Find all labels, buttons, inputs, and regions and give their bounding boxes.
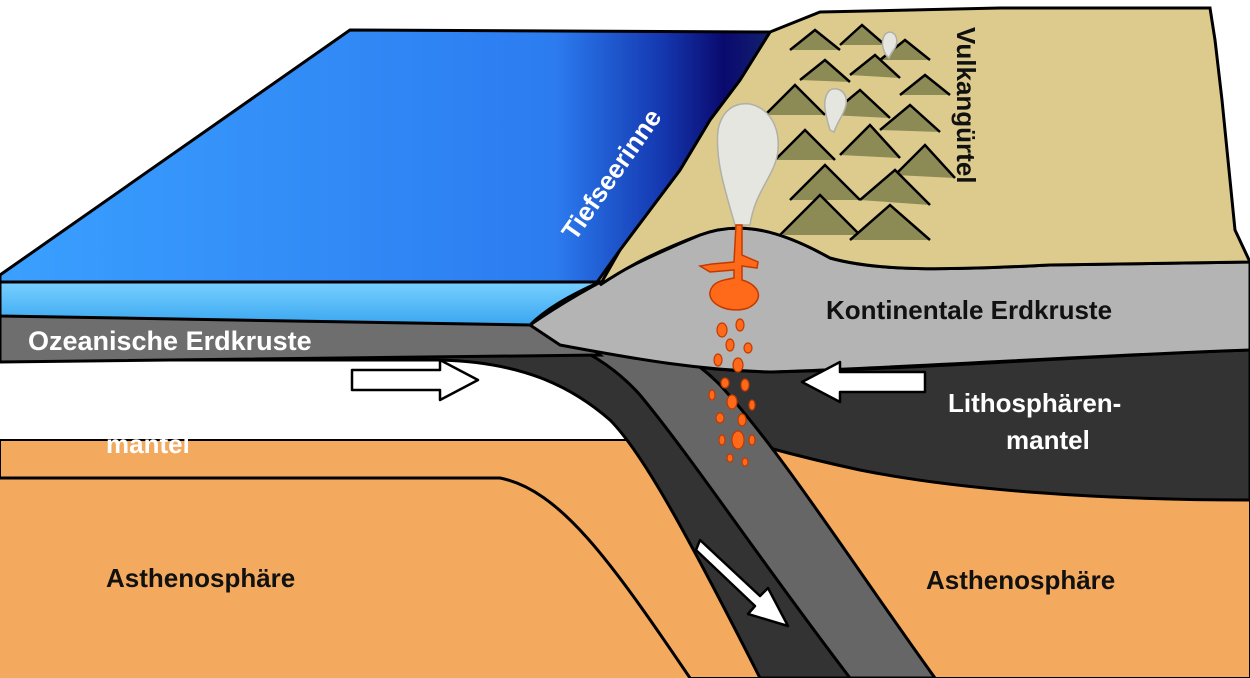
magma-conduit bbox=[697, 224, 760, 311]
arrow-left-right-plate bbox=[800, 360, 927, 404]
label-litho-left-line2: mantel bbox=[106, 429, 190, 459]
label-litho-right-line2: mantel bbox=[1006, 425, 1090, 455]
slab-underside-line bbox=[0, 476, 692, 678]
magma bbox=[697, 224, 760, 311]
label-litho-left-line1: Lithosphären- bbox=[48, 392, 221, 422]
label-litho-right-line1: Lithosphären- bbox=[948, 388, 1121, 418]
small-plume-2 bbox=[881, 31, 898, 60]
small-plume-1 bbox=[824, 88, 847, 134]
label-oceanic-crust: Ozeanische Erdkruste bbox=[28, 326, 312, 356]
arrow-right-left-plate bbox=[350, 358, 480, 402]
smoke-plumes bbox=[716, 31, 898, 226]
label-volcanic-belt: Vulkangürtel bbox=[951, 27, 981, 184]
label-astheno-right: Asthenosphäre bbox=[926, 565, 1115, 595]
magma-droplets bbox=[708, 318, 756, 467]
main-volcano-plume bbox=[716, 102, 779, 226]
arrows bbox=[350, 358, 927, 628]
slab-underside bbox=[0, 478, 860, 678]
label-continental-crust: Kontinentale Erdkruste bbox=[826, 295, 1112, 325]
volcanic-belt-mountains bbox=[764, 23, 956, 241]
ocean-front bbox=[0, 280, 601, 327]
arrow-down-slab bbox=[694, 538, 790, 628]
label-astheno-left: Asthenosphäre bbox=[106, 563, 295, 593]
